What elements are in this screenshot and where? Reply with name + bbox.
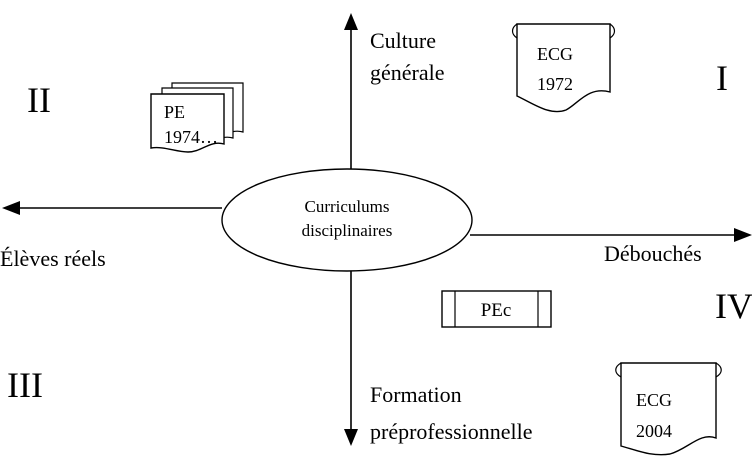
ecg-2004-document: ECG 2004	[615, 362, 722, 456]
pec-process-box: PEc	[441, 290, 552, 328]
quadrant-label-iv: IV	[715, 286, 752, 326]
ecg-1972-label-line1: ECG	[537, 44, 573, 64]
arrow-left-icon	[2, 201, 20, 215]
ecg-1972-label-line2: 1972	[537, 74, 573, 94]
arrow-up-icon	[344, 13, 358, 30]
quadrant-label-iii: III	[7, 365, 43, 405]
axis-label-right: Débouchés	[604, 241, 702, 266]
ecg-1972-document-shape	[516, 23, 611, 113]
ecg-1972-document: ECG 1972	[511, 23, 616, 113]
arrow-right-icon	[734, 228, 752, 242]
center-label-line1: Curriculums	[305, 197, 390, 216]
axis-label-left: Élèves réels	[0, 246, 106, 271]
ecg-2004-label-line1: ECG	[636, 390, 672, 410]
axis-label-bottom-line2: préprofessionnelle	[370, 419, 533, 444]
quadrant-label-ii: II	[27, 80, 51, 120]
pe-1974-label-line1: PE	[164, 102, 185, 122]
ecg-1972-document-fold	[511, 23, 616, 39]
arrow-down-icon	[344, 429, 358, 446]
pe-1974-label-line2: 1974…	[164, 127, 218, 147]
center-ellipse	[221, 168, 473, 272]
quadrant-label-i: I	[716, 58, 728, 98]
axis-label-top-line1: Culture	[370, 28, 436, 53]
center-label-line2: disciplinaires	[302, 221, 393, 240]
ecg-2004-label-line2: 2004	[636, 421, 672, 441]
ecg-2004-document-fold	[615, 362, 722, 378]
axes	[2, 13, 752, 446]
axis-label-top-line2: générale	[370, 60, 445, 85]
pec-label: PEc	[481, 300, 512, 321]
center-node: Curriculums disciplinaires	[221, 168, 473, 272]
axis-label-bottom-line1: Formation	[370, 382, 462, 407]
pec-box-outline	[441, 290, 552, 328]
pe-1974-document-stack: PE 1974…	[150, 82, 244, 153]
pe-1974-doc-front	[150, 93, 225, 153]
ecg-2004-document-shape	[620, 362, 717, 456]
